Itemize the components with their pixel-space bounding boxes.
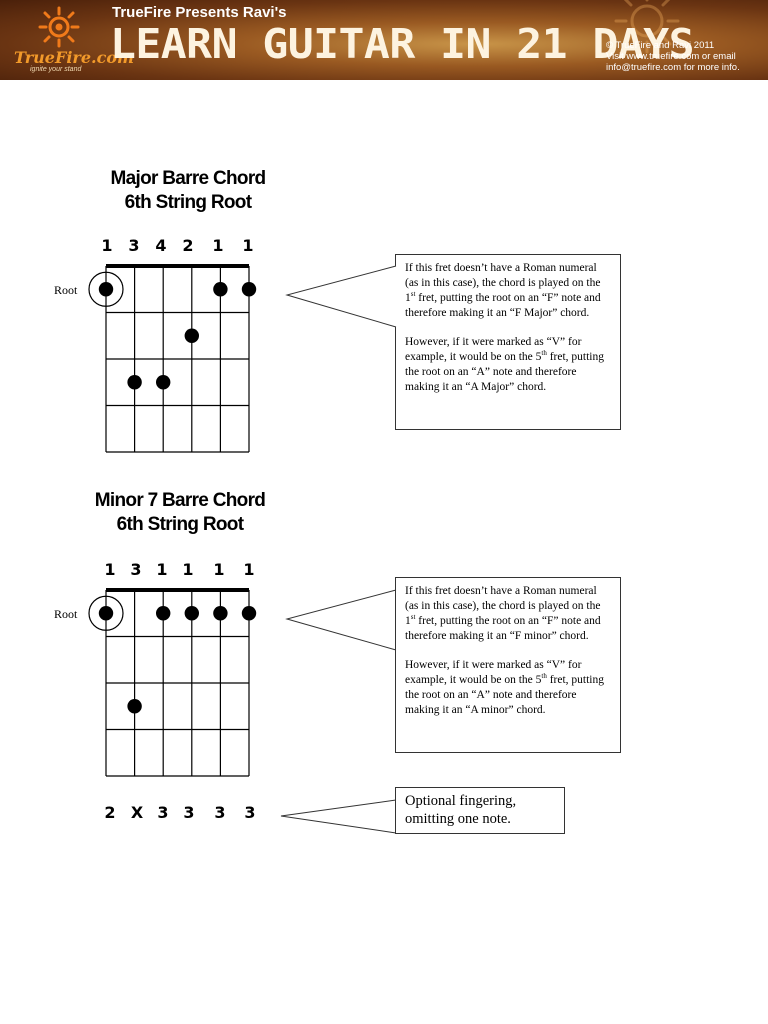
finger-dot	[156, 375, 171, 390]
callout-paragraph-1: If this fret doesn’t have a Roman numera…	[405, 585, 601, 642]
callout-paragraph-1: If this fret doesn’t have a Roman numera…	[405, 262, 601, 319]
truefire-logo: TrueFire.com	[14, 48, 134, 67]
root-ring	[88, 595, 124, 631]
alt-finger-number: 3	[183, 803, 195, 822]
finger-number: 1	[182, 560, 194, 579]
finger-number: 1	[242, 236, 254, 255]
root-label: Root	[54, 283, 78, 297]
chord-diagram-major	[88, 264, 257, 453]
chord-title-minor7: Minor 7 Barre Chord 6th String Root	[80, 489, 280, 537]
alt-fingering-row: 2 X 3 3 3 3	[0, 803, 768, 825]
finger-dot	[184, 606, 199, 621]
alt-finger-number: X	[130, 803, 144, 822]
finger-number: 1	[101, 236, 113, 255]
header-banner: TrueFire.com ignite your stand TrueFire …	[0, 0, 768, 80]
finger-dot	[127, 699, 142, 714]
finger-number: 1	[243, 560, 255, 579]
sun-decoration-icon	[614, 0, 680, 54]
finger-dot	[127, 375, 142, 390]
finger-dot	[241, 282, 257, 297]
callout-optional-fingering: Optional fingering, omitting one note.	[395, 787, 565, 834]
presents-line: TrueFire Presents Ravi's	[112, 4, 287, 21]
chord-diagram-minor7	[88, 588, 257, 777]
finger-number: 3	[130, 560, 142, 579]
alt-finger-number: 2	[104, 803, 116, 822]
chord-title-line-2: 6th String Root	[124, 192, 252, 213]
finger-number: 1	[104, 560, 116, 579]
email-line: info@truefire.com for more info.	[606, 62, 740, 73]
sun-logo-icon	[38, 6, 80, 48]
finger-number: 1	[212, 236, 224, 255]
finger-number: 1	[213, 560, 225, 579]
fingering-row: 1 3 1 1 1 1	[0, 560, 768, 582]
alt-finger-number: 3	[214, 803, 226, 822]
finger-number: 3	[128, 236, 140, 255]
chord-title-major: Major Barre Chord 6th String Root	[88, 167, 288, 215]
chord-title-line-2: 6th String Root	[116, 514, 244, 535]
root-label: Root	[54, 607, 78, 621]
callout-major: If this fret doesn’t have a Roman numera…	[395, 254, 621, 430]
optional-fingering-note: Optional fingering, omitting one note.	[405, 793, 517, 827]
finger-dot	[156, 606, 171, 621]
finger-dot	[241, 606, 257, 621]
chord-title-line-1: Major Barre Chord	[110, 168, 267, 189]
copyright-line: © TrueFire and Ravi 2011	[606, 40, 715, 51]
course-title: LEARN GUITAR IN 21 DAYS	[110, 20, 695, 68]
root-note-dot	[98, 606, 114, 621]
alt-finger-number: 3	[244, 803, 256, 822]
callout-paragraph-2: However, if it were marked as “V” for ex…	[405, 659, 604, 716]
finger-number: 2	[182, 236, 194, 255]
finger-dot	[213, 606, 228, 621]
finger-number: 1	[156, 560, 168, 579]
alt-finger-number: 3	[157, 803, 169, 822]
fingering-row: 1 3 4 2 1 1	[0, 236, 768, 258]
tagline: ignite your stand	[30, 66, 82, 73]
finger-dot	[184, 328, 199, 343]
finger-dot	[213, 282, 228, 297]
root-note-dot	[98, 282, 114, 297]
visit-line: Visit www.truefire.com or email	[606, 51, 736, 62]
root-ring	[88, 271, 124, 307]
callout-minor7: If this fret doesn’t have a Roman numera…	[395, 577, 621, 753]
copyright-notice: © TrueFire and Ravi 2011 Visit www.truef…	[606, 40, 740, 73]
chord-title-line-1: Minor 7 Barre Chord	[94, 490, 266, 511]
finger-number: 4	[155, 236, 167, 255]
callout-paragraph-2: However, if it were marked as “V” for ex…	[405, 336, 604, 393]
